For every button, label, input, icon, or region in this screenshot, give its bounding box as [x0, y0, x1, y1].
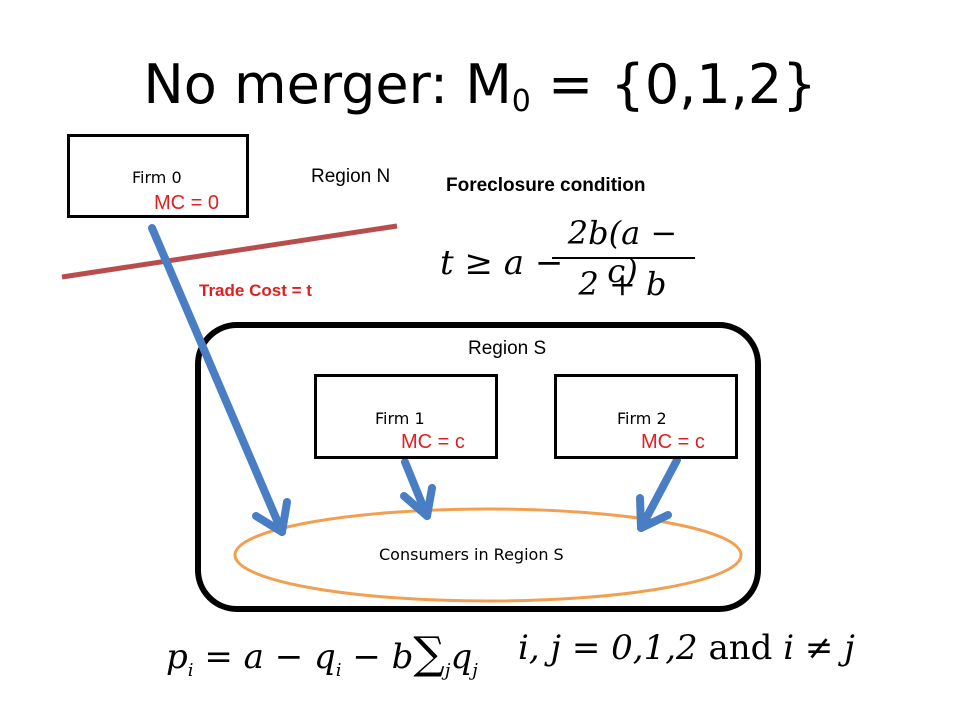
slide-title: No merger: M0 = {0,1,2}	[143, 53, 817, 119]
firm-1-box: Firm 1 MC = c	[314, 374, 498, 459]
consumers-label: Consumers in Region S	[379, 545, 564, 564]
firm-2-name: Firm 2	[617, 409, 667, 428]
trade-cost-label: Trade Cost = t	[199, 281, 312, 300]
firm-2-box: Firm 2 MC = c	[554, 374, 738, 459]
demand-equation: pi = a − qi − b∑jqj	[166, 628, 478, 681]
firm-1-mc: MC = c	[401, 431, 465, 453]
index-condition: i, j = 0,1,2 and i ≠ j	[518, 628, 855, 668]
foreclosure-heading: Foreclosure condition	[446, 175, 646, 196]
arrow-firm1	[400, 458, 436, 520]
consumers-ellipse	[233, 507, 743, 603]
region-s-label: Region S	[468, 338, 547, 359]
foreclosure-denominator: 2 + b	[578, 265, 667, 303]
firm-0-box: Firm 0 MC = 0	[67, 134, 249, 218]
arrow-firm0	[148, 224, 291, 536]
region-s-box	[195, 322, 761, 612]
firm-0-mc: MC = 0	[154, 192, 220, 214]
foreclosure-lhs: t ≥ a −	[440, 243, 564, 283]
arrow-firm2	[636, 456, 681, 532]
firm-1-name: Firm 1	[375, 409, 425, 428]
firm-0-name: Firm 0	[132, 168, 182, 187]
fraction-bar	[552, 257, 695, 259]
firm-2-mc: MC = c	[641, 431, 705, 453]
region-n-label: Region N	[311, 166, 391, 187]
region-border-line	[61, 223, 398, 280]
